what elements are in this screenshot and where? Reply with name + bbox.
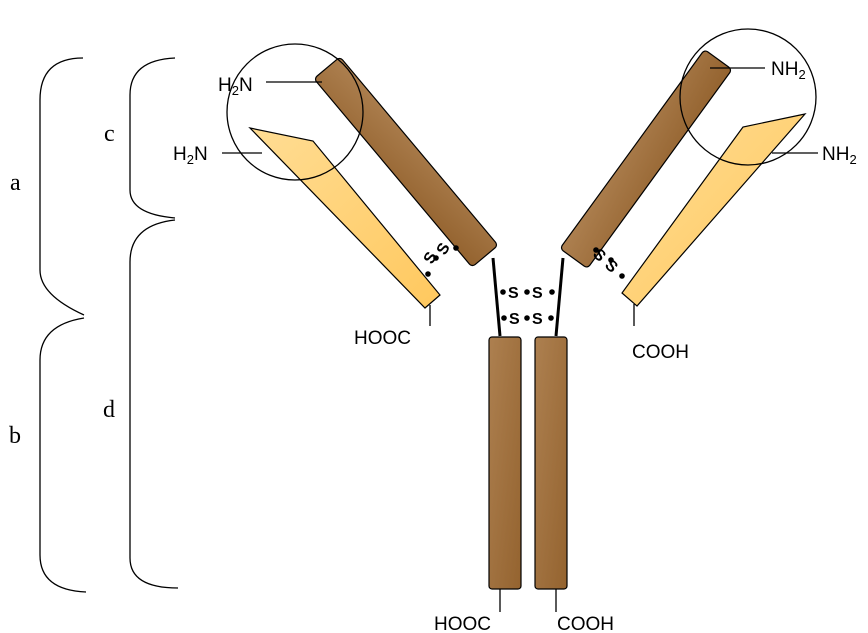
svg-text:S: S bbox=[509, 311, 520, 328]
disulfide-bond-hinge-upper: S S bbox=[500, 285, 555, 302]
region-label-d: d bbox=[103, 397, 115, 423]
disulfide-bond-fab-right: S S bbox=[589, 246, 625, 279]
hinge-line-left bbox=[493, 258, 500, 336]
region-label-c: c bbox=[104, 121, 115, 147]
brace-b bbox=[40, 318, 86, 592]
heavy-chain-fc-right bbox=[535, 337, 567, 589]
amino-terminus-light-right: NH2 bbox=[822, 144, 857, 167]
carboxyl-terminus-fc-left: HOOC bbox=[434, 614, 491, 633]
heavy-chain-fab-right bbox=[560, 49, 732, 268]
carboxyl-terminus-light-left: HOOC bbox=[354, 328, 411, 349]
heavy-chain-fc-left bbox=[489, 337, 521, 589]
svg-text:S: S bbox=[508, 285, 519, 302]
carboxyl-terminus-fc-right: COOH bbox=[557, 614, 614, 633]
region-label-a: a bbox=[10, 170, 21, 196]
svg-text:S: S bbox=[532, 311, 543, 328]
hinge-line-right bbox=[556, 258, 563, 336]
disulfide-bond-hinge-lower: S S bbox=[501, 311, 554, 328]
brace-d bbox=[130, 220, 178, 588]
brace-c bbox=[130, 58, 175, 218]
brace-a bbox=[40, 58, 84, 315]
amino-terminus-light-left: H2N bbox=[173, 144, 208, 167]
carboxyl-terminus-light-right: COOH bbox=[632, 342, 689, 363]
region-label-b: b bbox=[9, 423, 21, 449]
amino-terminus-heavy-right: NH2 bbox=[771, 59, 806, 82]
svg-text:S: S bbox=[532, 285, 543, 302]
